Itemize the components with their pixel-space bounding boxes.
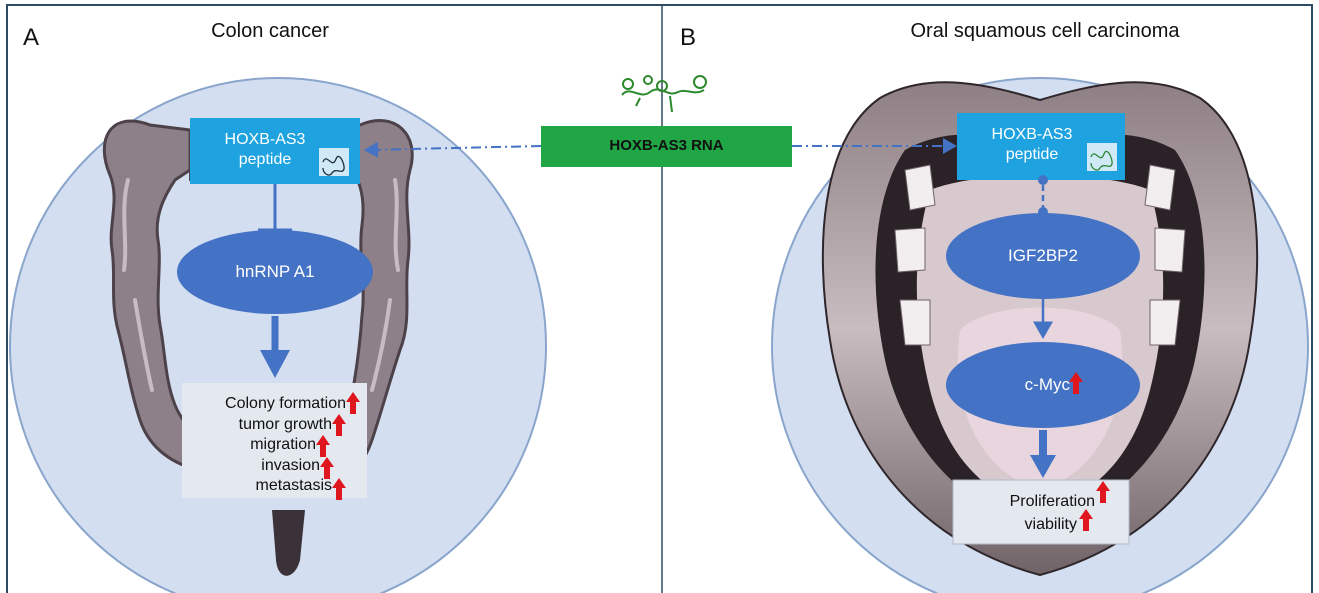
rna-secondary-structure-icon (622, 76, 706, 112)
panel-a-outcomes: Colony formation tumor growth migration … (182, 394, 346, 497)
panel-b-peptide-label: HOXB-AS3 peptide (957, 125, 1107, 165)
c-myc-label: c-Myc (980, 375, 1070, 395)
panel-b-letter: B (680, 24, 696, 52)
igf2bp2-label: IGF2BP2 (946, 246, 1140, 266)
outcome-item: viability (955, 513, 1095, 536)
hnrnp-a1-label: hnRNP A1 (177, 262, 373, 282)
panel-a-peptide-label: HOXB-AS3 peptide (190, 130, 340, 170)
panel-b-outcomes: Proliferation viability (955, 490, 1095, 536)
outcome-item: invasion (182, 456, 346, 477)
rna-label: HOXB-AS3 RNA (541, 137, 792, 154)
outcome-item: tumor growth (182, 415, 346, 436)
outcome-item: Proliferation (955, 490, 1095, 513)
outcome-item: Colony formation (182, 394, 346, 415)
panel-a-title: Colon cancer (160, 20, 380, 43)
panel-b-title: Oral squamous cell carcinoma (890, 20, 1200, 43)
outcome-item: metastasis (182, 476, 346, 497)
outcome-item: migration (182, 435, 346, 456)
panel-a-letter: A (23, 24, 39, 52)
